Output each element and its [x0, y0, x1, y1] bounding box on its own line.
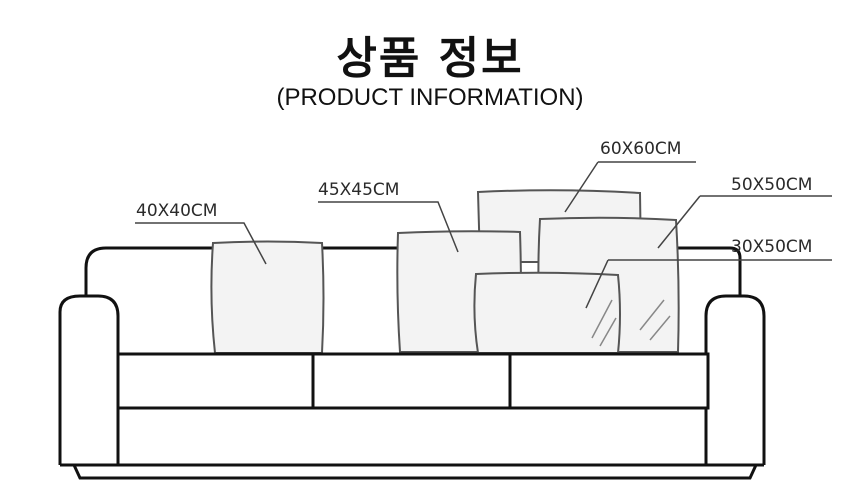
page-subtitle: (PRODUCT INFORMATION): [276, 84, 584, 111]
leader-lines: [135, 161, 832, 309]
label-45x45: 45X45CM: [318, 180, 399, 200]
pillow-30x50: [473, 271, 621, 354]
page-title: 상품 정보: [336, 33, 524, 84]
leader-50x50: [657, 195, 832, 249]
leader-30x50: [585, 259, 832, 309]
leader-40x40: [135, 222, 267, 265]
label-60x60: 60X60CM: [600, 139, 681, 159]
seat-cushions: [116, 352, 710, 410]
sofa-arm-right: [704, 294, 766, 465]
label-50x50: 50X50CM: [731, 175, 812, 195]
leader-60x60: [564, 161, 696, 213]
leader-45x45: [318, 201, 459, 253]
pillow-40x40: [210, 240, 325, 354]
label-40x40: 40X40CM: [136, 201, 217, 221]
label-30x50: 30X50CM: [731, 237, 812, 257]
sofa-arm-left: [58, 294, 120, 465]
sofa-base: [60, 463, 764, 480]
